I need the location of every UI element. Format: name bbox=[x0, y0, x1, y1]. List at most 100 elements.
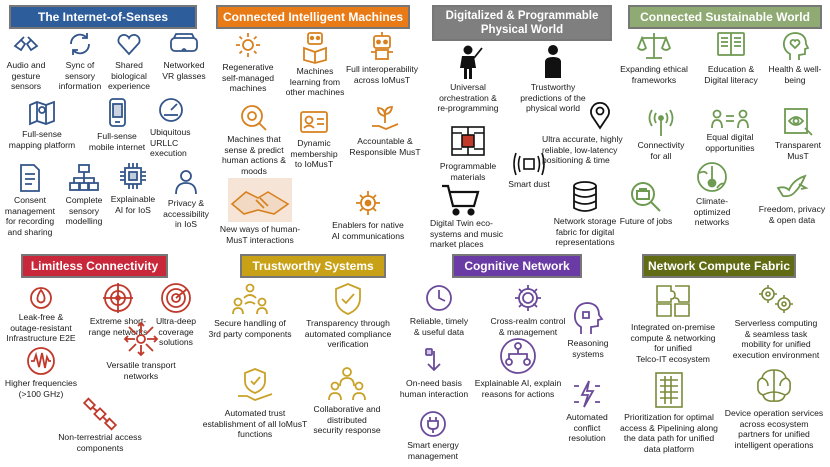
item-label: Enablers for native AI communications bbox=[331, 220, 405, 241]
id-card-icon bbox=[300, 111, 328, 133]
item-complete-sensory: Complete sensory modelling bbox=[57, 163, 111, 227]
item-smart-dust: Smart dust bbox=[500, 151, 558, 190]
item-label: Transparent MusT bbox=[774, 140, 821, 161]
item-label: Trustworthy predictions of the physical … bbox=[520, 82, 586, 114]
item-reliable-timely-data: Reliable, timely & useful data bbox=[402, 282, 476, 337]
item-automated-conflict: Automated conflict resolution bbox=[556, 378, 618, 444]
hand-pointer-icon bbox=[425, 348, 441, 372]
item-ultra-accurate-positioning: Ultra accurate, highly reliable, low-lat… bbox=[542, 100, 642, 166]
item-label: Machines that sense & predict human acti… bbox=[221, 134, 286, 176]
item-sync-sensory: Sync of sensory information bbox=[52, 30, 108, 92]
plug-icon bbox=[420, 411, 446, 437]
item-privacy-accessibility: Privacy & accessibility in IoS bbox=[158, 168, 214, 230]
dove-icon bbox=[776, 174, 809, 198]
item-programmable-materials: Programmable materials bbox=[430, 123, 506, 182]
item-new-human-must-interactions: New ways of human- MusT interactions bbox=[212, 178, 308, 245]
header-cognitive-network: Cognitive Network bbox=[452, 254, 582, 278]
network-nodes-icon bbox=[69, 164, 99, 191]
vr-glasses-icon bbox=[170, 33, 198, 52]
item-transparency-compliance: Transparency through automated complianc… bbox=[298, 282, 398, 350]
item-label: Freedom, privacy & open data bbox=[758, 204, 826, 225]
item-education-literacy: Education & Digital literacy bbox=[695, 30, 767, 85]
item-label: Reasoning systems bbox=[567, 338, 609, 359]
shopping-cart-icon bbox=[442, 184, 480, 216]
item-label: Secure handling of 3rd party components bbox=[208, 318, 292, 339]
item-universal-orchestration: Universal orchestration & re-programming bbox=[428, 44, 508, 114]
item-future-of-jobs: Future of jobs bbox=[616, 180, 676, 227]
item-machines-sense-predict: Machines that sense & predict human acti… bbox=[214, 102, 294, 176]
item-label: New ways of human- MusT interactions bbox=[219, 224, 301, 245]
item-label: Connectivity for all bbox=[637, 140, 685, 161]
drop-shield-icon bbox=[30, 287, 52, 309]
speed-gauge-icon bbox=[159, 98, 183, 122]
item-label: Integrated on-premise compute & networki… bbox=[630, 322, 716, 364]
item-label: Accountable & Responsible MusT bbox=[349, 136, 421, 157]
head-heart-icon bbox=[782, 32, 810, 60]
item-full-interoperability: Full interoperability across IoMusT bbox=[340, 30, 424, 85]
header-connected-intelligent-machines: Connected Intelligent Machines bbox=[216, 5, 410, 29]
heart-icon bbox=[117, 34, 141, 56]
item-label: Digital Twin eco- systems and music mark… bbox=[430, 218, 504, 250]
item-label: Privacy & accessibility in IoS bbox=[163, 198, 209, 230]
brain-gear-icon bbox=[241, 105, 267, 131]
item-label: Automated trust establishment of all IoM… bbox=[202, 408, 308, 440]
item-full-sense-mapping: Full-sense mapping platform bbox=[2, 97, 82, 150]
item-versatile-transport: Versatile transport networks bbox=[96, 320, 186, 381]
header-trustworthy-systems: Trustworthy Systems bbox=[240, 254, 386, 278]
item-full-sense-mobile: Full-sense mobile internet bbox=[83, 97, 151, 152]
equal-people-icon bbox=[711, 109, 749, 129]
sensor-chip-icon bbox=[513, 152, 545, 176]
item-prioritization-pipelining: Prioritization for optimal access & Pipe… bbox=[610, 370, 728, 454]
item-secure-handling: Secure handling of 3rd party components bbox=[200, 282, 300, 339]
conductor-icon bbox=[460, 45, 483, 79]
item-health-wellbeing: Health & well- being bbox=[762, 30, 828, 85]
sync-icon bbox=[70, 33, 90, 55]
database-icon bbox=[573, 181, 597, 212]
item-label: Health & well- being bbox=[768, 64, 822, 85]
item-label: Device operation services across ecosyst… bbox=[724, 408, 824, 450]
item-dynamic-membership: Dynamic membership to IoMusT bbox=[284, 108, 344, 170]
item-label: Non-terrestrial access components bbox=[58, 432, 142, 453]
person-icon bbox=[175, 170, 197, 195]
item-label: Prioritization for optimal access & Pipe… bbox=[620, 412, 718, 454]
scales-icon bbox=[636, 33, 672, 59]
document-icon bbox=[20, 164, 40, 192]
briefcase-search-icon bbox=[631, 182, 661, 212]
item-consent-management: Consent management for recording and sha… bbox=[0, 163, 60, 237]
map-icon bbox=[29, 100, 55, 126]
circuit-board-icon bbox=[451, 126, 485, 156]
item-label: Smart dust bbox=[508, 179, 550, 189]
item-on-need-human: On-need basis human interaction bbox=[394, 348, 474, 399]
item-label: Universal orchestration & re-programming bbox=[437, 82, 499, 114]
item-label: Expanding ethical frameworks bbox=[620, 64, 688, 85]
header-limitless-connectivity: Limitless Connectivity bbox=[21, 254, 168, 278]
item-ubiquitous-urllc: Ubiquitous URLLC execution bbox=[150, 95, 202, 159]
people-network-icon bbox=[232, 283, 268, 315]
item-trustworthy-predictions: Trustworthy predictions of the physical … bbox=[508, 44, 598, 114]
eye-document-icon bbox=[784, 108, 813, 136]
item-enablers-native-ai: Enablers for native AI communications bbox=[318, 188, 418, 241]
item-label: Complete sensory modelling bbox=[65, 195, 103, 227]
header-internet-of-senses: The Internet-of-Senses bbox=[9, 5, 197, 29]
hand-shield-icon bbox=[238, 368, 273, 401]
item-accountable-must: Accountable & Responsible MusT bbox=[343, 104, 427, 157]
item-networked-vr: Networked VR glasses bbox=[156, 30, 212, 81]
handshake-icon bbox=[228, 178, 292, 222]
item-label: Higher frequencies (>100 GHz) bbox=[4, 378, 78, 399]
shield-check-icon bbox=[335, 283, 361, 315]
item-label: Future of jobs bbox=[619, 216, 673, 226]
item-label: Shared biological experience bbox=[107, 60, 151, 92]
item-label: Smart energy management bbox=[407, 440, 459, 461]
item-label: Full interoperability across IoMusT bbox=[345, 64, 419, 85]
item-label: Full-sense mapping platform bbox=[8, 129, 76, 150]
item-label: Versatile transport networks bbox=[106, 360, 176, 381]
item-explainable-ai-cn: Explainable AI, explain reasons for acti… bbox=[462, 336, 574, 399]
item-label: Programmable materials bbox=[439, 161, 497, 182]
item-automated-trust: Automated trust establishment of all IoM… bbox=[200, 366, 310, 440]
item-shared-biological: Shared biological experience bbox=[103, 30, 155, 92]
item-serverless-computing: Serverless computing & seamless task mob… bbox=[722, 282, 830, 360]
item-label: Cross-realm control & management bbox=[490, 316, 566, 337]
item-expanding-ethical: Expanding ethical frameworks bbox=[612, 30, 696, 85]
climate-thermometer-icon bbox=[697, 162, 727, 192]
waveform-icon bbox=[27, 347, 55, 375]
